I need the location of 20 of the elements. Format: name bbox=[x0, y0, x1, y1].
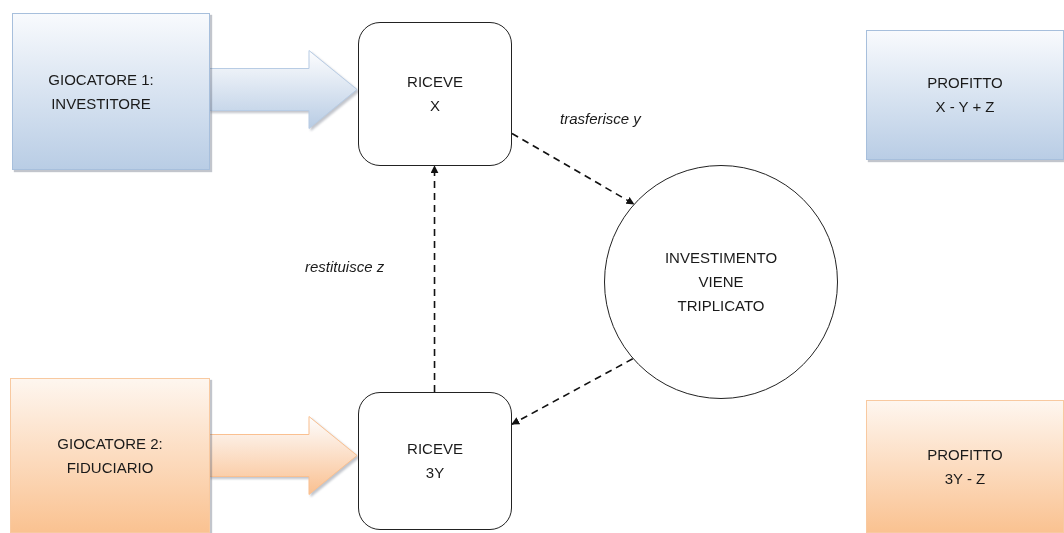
node-text: PROFITTO 3Y - Z bbox=[926, 444, 1004, 489]
edge-label: trasferisce y bbox=[560, 110, 641, 127]
node-text: RICEVE X bbox=[406, 72, 464, 116]
node-text: RICEVE 3Y bbox=[406, 439, 464, 483]
player-panel bbox=[866, 400, 1064, 533]
node-text: GIOCATORE 1: INVESTITORE bbox=[47, 69, 155, 114]
block-arrow bbox=[208, 50, 358, 129]
block-arrow bbox=[208, 416, 358, 495]
node-text: PROFITTO X - Y + Z bbox=[926, 73, 1004, 117]
edge-label: restituisce z bbox=[305, 258, 385, 275]
dashed-arrow bbox=[511, 132, 635, 205]
node-text: INVESTIMENTO VIENE TRIPLICATO bbox=[663, 248, 779, 316]
player-panel bbox=[866, 30, 1064, 160]
player-panel bbox=[12, 13, 210, 170]
rounded-box bbox=[358, 392, 512, 530]
rounded-box bbox=[358, 22, 512, 166]
dashed-arrow bbox=[511, 357, 634, 426]
player-panel bbox=[10, 378, 210, 533]
node-text: GIOCATORE 2: FIDUCIARIO bbox=[56, 433, 164, 478]
dashed-arrow bbox=[430, 165, 439, 393]
